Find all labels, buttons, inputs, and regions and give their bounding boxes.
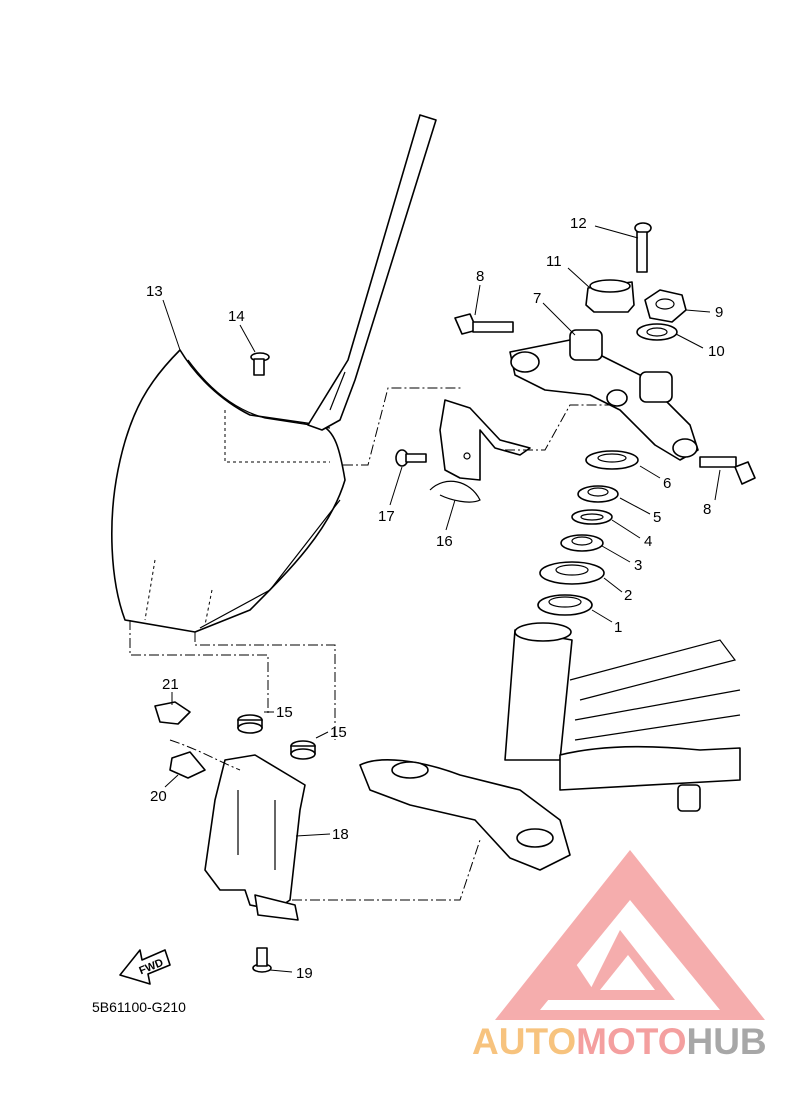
callout-11: 11 bbox=[546, 253, 562, 270]
callout-17: 17 bbox=[378, 508, 395, 525]
damper-15-right-part bbox=[290, 740, 316, 760]
callout-8-upper: 8 bbox=[476, 268, 484, 285]
callout-15-left: 15 bbox=[276, 704, 293, 721]
callout-21: 21 bbox=[162, 676, 179, 693]
windscreen-part bbox=[111, 349, 346, 633]
leader-lines bbox=[162, 225, 721, 973]
bolt-19-part bbox=[252, 947, 272, 973]
callout-5: 5 bbox=[653, 509, 661, 526]
diagram-code: 5B61100-G210 bbox=[92, 999, 186, 1015]
watermark-hub: HUB bbox=[686, 1021, 766, 1062]
bolt-12-part bbox=[634, 222, 652, 273]
bearing-cover-2-part bbox=[539, 561, 605, 585]
bolt-8-upper-part bbox=[454, 313, 514, 335]
fwd-arrow-icon bbox=[119, 949, 171, 985]
bearing-1-part bbox=[537, 594, 593, 616]
callout-19: 19 bbox=[296, 965, 313, 982]
callout-8-lower: 8 bbox=[703, 501, 711, 518]
watermark-text: AUTOMOTOHUB bbox=[472, 1021, 767, 1062]
callout-13: 13 bbox=[146, 283, 163, 300]
bracket-16-part bbox=[429, 399, 531, 503]
reference-lines bbox=[129, 387, 612, 901]
nut-9-part bbox=[644, 289, 687, 323]
callout-10: 10 bbox=[708, 343, 725, 360]
pad-21-part bbox=[154, 701, 191, 725]
mount-bracket-18-part bbox=[204, 754, 306, 921]
callout-15-right: 15 bbox=[330, 724, 347, 741]
washer-6-part bbox=[585, 450, 639, 470]
callout-7: 7 bbox=[533, 290, 541, 307]
callout-4: 4 bbox=[644, 533, 652, 550]
callout-14: 14 bbox=[228, 308, 245, 325]
damper-15-left-part bbox=[237, 714, 263, 734]
callout-20: 20 bbox=[150, 788, 167, 805]
bolt-14-part bbox=[250, 352, 270, 376]
watermark-auto: AUTO bbox=[472, 1021, 576, 1062]
callout-2: 2 bbox=[624, 587, 632, 604]
upper-bracket-part bbox=[509, 329, 699, 461]
watermark-moto: MOTO bbox=[576, 1021, 686, 1062]
pad-20-part bbox=[169, 751, 206, 779]
ring-nut-5-part bbox=[577, 485, 619, 503]
callout-1: 1 bbox=[614, 619, 622, 636]
stay-rod-part bbox=[307, 114, 437, 431]
washer-4-part bbox=[571, 509, 613, 525]
bolt-17-part bbox=[395, 449, 427, 467]
callout-labels: 1 2 3 4 5 6 7 8 8 9 10 11 12 13 14 15 15… bbox=[146, 215, 725, 982]
callout-6: 6 bbox=[663, 475, 671, 492]
holder-11-part bbox=[585, 279, 635, 313]
callout-3: 3 bbox=[634, 557, 642, 574]
callout-12: 12 bbox=[570, 215, 587, 232]
washer-10-part bbox=[636, 323, 678, 341]
callout-18: 18 bbox=[332, 826, 349, 843]
frame-part bbox=[359, 622, 741, 871]
callout-9: 9 bbox=[715, 304, 723, 321]
watermark-logo-icon bbox=[495, 850, 765, 1020]
callout-16: 16 bbox=[436, 533, 453, 550]
ring-nut-3-part bbox=[560, 534, 604, 552]
bolt-8-lower-part bbox=[699, 456, 756, 485]
